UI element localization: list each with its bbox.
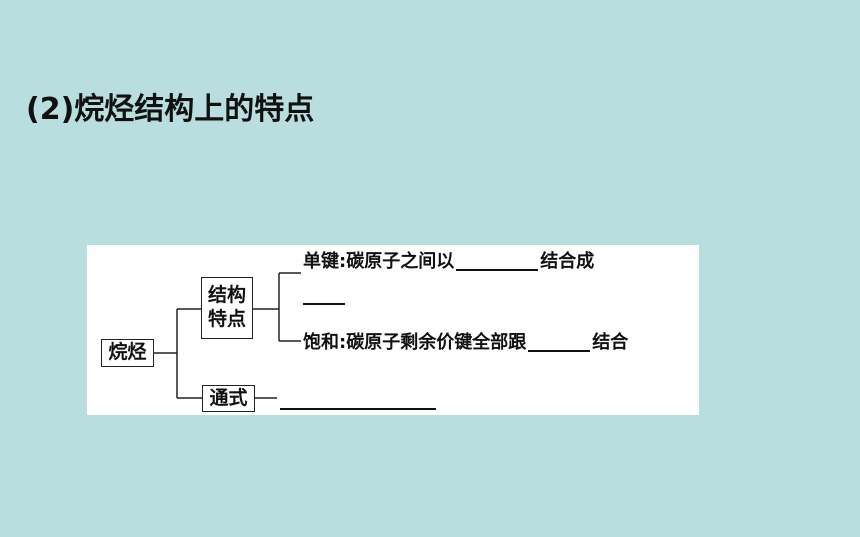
structure-label-line1: 结构 bbox=[207, 284, 246, 307]
diagram-connectors bbox=[153, 272, 301, 399]
saturated-line: 饱和:碳原子剩余价键全部跟 结合 bbox=[303, 334, 628, 352]
root-label: 烷烃 bbox=[108, 341, 147, 364]
structure-diagram: 烷烃 结构 特点 通式 单键:碳原子之间以 结合成 饱和:碳原子剩余价键全部跟 结合 bbox=[87, 245, 699, 415]
saturated-prefix: 饱和:碳原子剩余价键全部跟 bbox=[303, 332, 527, 353]
structure-label-line2: 特点 bbox=[207, 308, 246, 330]
single-bond-suffix: 结合成 bbox=[540, 251, 595, 272]
single-bond-blank-2[interactable] bbox=[303, 303, 345, 305]
single-bond-prefix: 单键:碳原子之间以 bbox=[303, 251, 455, 272]
single-bond-line: 单键:碳原子之间以 结合成 bbox=[303, 253, 594, 271]
formula-label: 通式 bbox=[209, 386, 248, 409]
structure-feature-box: 结构 特点 bbox=[201, 277, 253, 339]
root-box: 烷烃 bbox=[101, 339, 154, 367]
single-bond-blank[interactable] bbox=[456, 255, 539, 271]
saturated-blank[interactable] bbox=[528, 336, 591, 352]
saturated-suffix: 结合 bbox=[592, 332, 629, 353]
slide-heading: (2)烷烃结构上的特点 bbox=[26, 92, 315, 127]
formula-box: 通式 bbox=[202, 385, 255, 412]
formula-answer-blank[interactable] bbox=[280, 408, 436, 410]
